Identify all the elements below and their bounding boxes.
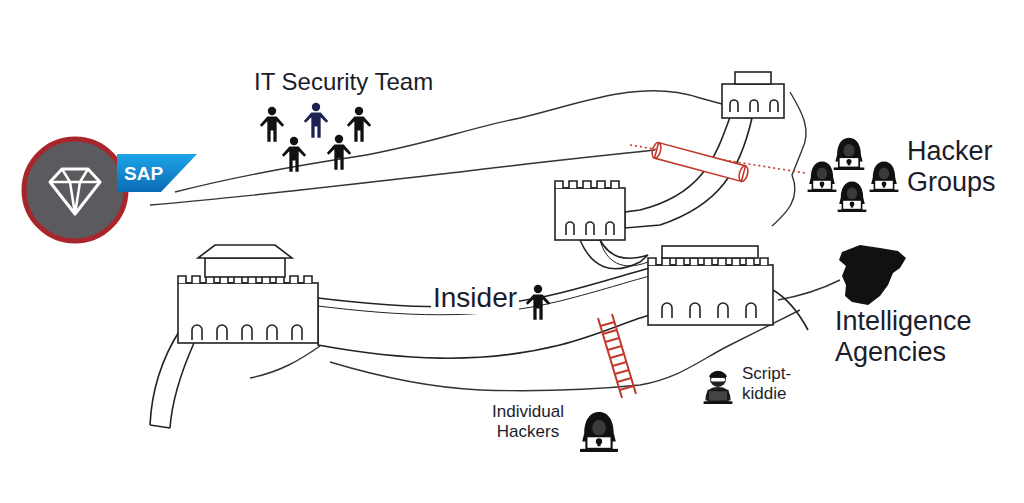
wall-segment xyxy=(735,72,771,84)
team-label: IT Security Team xyxy=(252,68,435,96)
ladder xyxy=(598,314,636,398)
watch-tower xyxy=(178,245,318,343)
wall-segment xyxy=(580,240,648,269)
logo-text: SAP xyxy=(124,164,163,183)
hacker-icon xyxy=(808,138,899,212)
person-icon xyxy=(327,135,351,170)
wall-segment xyxy=(150,425,170,428)
watch-tower xyxy=(662,246,758,258)
wall-segment xyxy=(625,117,752,228)
tag-shape xyxy=(117,154,197,192)
hacker-icon xyxy=(870,162,899,192)
wall-segment xyxy=(555,181,619,188)
wall-segment xyxy=(150,330,180,425)
hacker-icon xyxy=(834,138,865,170)
mountain-ridge xyxy=(778,280,840,300)
threat-label: Script-kiddie xyxy=(740,364,806,403)
mountain-ridge xyxy=(175,91,722,192)
wall-segment xyxy=(170,343,194,428)
wall-segment xyxy=(600,240,648,266)
mountain-ridge xyxy=(250,346,320,378)
tunnel xyxy=(651,142,663,160)
sap-logo-circle xyxy=(50,169,100,214)
threat-label: Insider xyxy=(431,282,519,314)
person-icon xyxy=(347,107,371,142)
ladder xyxy=(600,322,633,390)
mountain-ridge xyxy=(150,91,840,391)
spain-map xyxy=(839,245,906,305)
sap-logo-circle xyxy=(24,139,126,241)
person-icon xyxy=(260,103,371,172)
logo-tag: SAP xyxy=(117,154,197,192)
tunnel xyxy=(630,142,805,183)
wall-segment xyxy=(318,268,650,358)
watch-tower xyxy=(178,283,318,343)
wall-segment xyxy=(555,72,784,269)
threat-label: Individual Hackers xyxy=(476,402,580,441)
ladder xyxy=(598,314,636,398)
person-icon xyxy=(526,285,550,320)
person-icon xyxy=(304,103,328,138)
hacker-icon xyxy=(808,162,837,192)
tunnel xyxy=(738,165,750,183)
person-icon xyxy=(526,285,550,320)
threat-label: Intelligence Agencies xyxy=(833,306,1007,368)
watch-tower xyxy=(648,265,773,325)
script-kiddie-icon xyxy=(704,371,733,404)
spain-map xyxy=(839,245,906,305)
wall-segment xyxy=(730,100,778,112)
watch-tower xyxy=(648,258,768,265)
sap-logo-circle xyxy=(50,169,100,214)
watch-tower xyxy=(648,246,808,330)
threat-label: Hacker Groups xyxy=(905,136,1013,198)
tunnel xyxy=(651,142,750,183)
watch-tower xyxy=(192,325,302,340)
hacker-icon xyxy=(838,182,867,212)
person-icon xyxy=(260,107,284,142)
hacker-icon xyxy=(580,412,618,452)
watch-tower xyxy=(205,258,285,277)
watch-tower xyxy=(773,290,808,330)
hacker-icon xyxy=(580,412,618,452)
wall-segment xyxy=(566,222,614,235)
wall-segment xyxy=(722,84,784,118)
sap-logo-circle xyxy=(24,139,126,241)
script-kiddie-icon xyxy=(704,371,733,404)
wall-segment xyxy=(150,330,194,428)
watch-tower xyxy=(198,245,292,258)
wall-segment xyxy=(318,276,650,315)
wall-segment xyxy=(318,268,650,358)
person-icon xyxy=(282,137,306,172)
tunnel xyxy=(654,143,745,182)
watch-tower xyxy=(662,303,756,318)
wall-segment xyxy=(555,188,625,240)
